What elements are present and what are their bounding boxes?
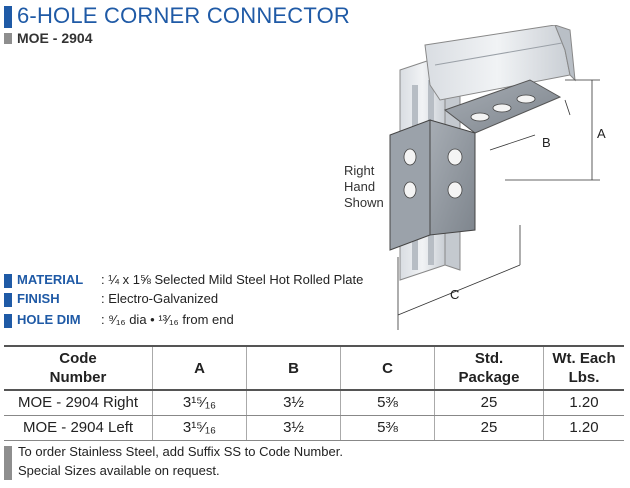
- spec-label: MATERIAL: [17, 272, 84, 287]
- table-row: MOE - 2904 Right 3¹⁵⁄₁₆ 3½ 5⅜ 25 1.20: [4, 390, 624, 416]
- cell-package: 25: [434, 390, 544, 416]
- horizontal-channel: [424, 24, 576, 101]
- top-plate: [443, 79, 562, 134]
- table-header-row: Code Number A B C Std. Package Wt. Each …: [4, 345, 624, 391]
- model-number: MOE - 2904: [17, 30, 93, 46]
- spec-label: HOLE DIM: [17, 312, 81, 327]
- cell-weight: 1.20: [543, 415, 624, 441]
- table-row: MOE - 2904 Left 3¹⁵⁄₁₆ 3½ 5⅜ 25 1.20: [4, 415, 624, 441]
- header-a: A: [152, 345, 247, 391]
- spec-accent-bar: [4, 293, 12, 307]
- page-title: 6-HOLE CORNER CONNECTOR: [17, 3, 351, 28]
- cell-package: 25: [434, 415, 544, 441]
- header-weight: Wt. Each Lbs.: [543, 345, 624, 391]
- front-plate: [389, 119, 476, 251]
- notes: To order Stainless Steel, add Suffix SS …: [4, 444, 624, 480]
- dimension-lines: [397, 79, 600, 330]
- title-accent-bar: [4, 6, 12, 28]
- spec-label: FINISH: [17, 291, 60, 306]
- cell-a: 3¹⁵⁄₁₆: [152, 415, 247, 441]
- cell-c: 5⅜: [340, 390, 435, 416]
- connector-illustration: [389, 24, 600, 330]
- subtitle-accent-bar: [4, 33, 12, 44]
- spec-value: : ⁹⁄₁₆ dia • ¹³⁄₁₆ from end: [101, 312, 234, 327]
- note-stainless: To order Stainless Steel, add Suffix SS …: [18, 444, 343, 459]
- header-std-package: Std. Package: [434, 345, 544, 391]
- spec-value: : ¼ x 1⅝ Selected Mild Steel Hot Rolled …: [101, 272, 364, 287]
- dimension-c-label: C: [450, 287, 460, 302]
- hand-label: Right Hand Shown: [344, 163, 384, 210]
- header-c: C: [340, 345, 435, 391]
- cell-a: 3¹⁵⁄₁₆: [152, 390, 247, 416]
- spec-value: : Electro-Galvanized: [101, 291, 219, 306]
- cell-b: 3½: [246, 415, 341, 441]
- product-diagram: Right Hand Shown A B C: [330, 24, 630, 345]
- dimension-a-label: A: [597, 126, 606, 141]
- cell-weight: 1.20: [543, 390, 624, 416]
- product-table: Code Number A B C Std. Package Wt. Each …: [4, 345, 624, 441]
- spec-accent-bar: [4, 274, 12, 288]
- cell-c: 5⅜: [340, 415, 435, 441]
- cell-b: 3½: [246, 390, 341, 416]
- header-b: B: [246, 345, 341, 391]
- cell-code: MOE - 2904 Left: [4, 415, 153, 441]
- notes-accent-bar: [4, 446, 12, 480]
- cell-code: MOE - 2904 Right: [4, 390, 153, 416]
- header-code-number: Code Number: [4, 345, 153, 391]
- note-special-sizes: Special Sizes available on request.: [18, 463, 220, 478]
- spec-accent-bar: [4, 314, 12, 328]
- dimension-b-label: B: [542, 135, 551, 150]
